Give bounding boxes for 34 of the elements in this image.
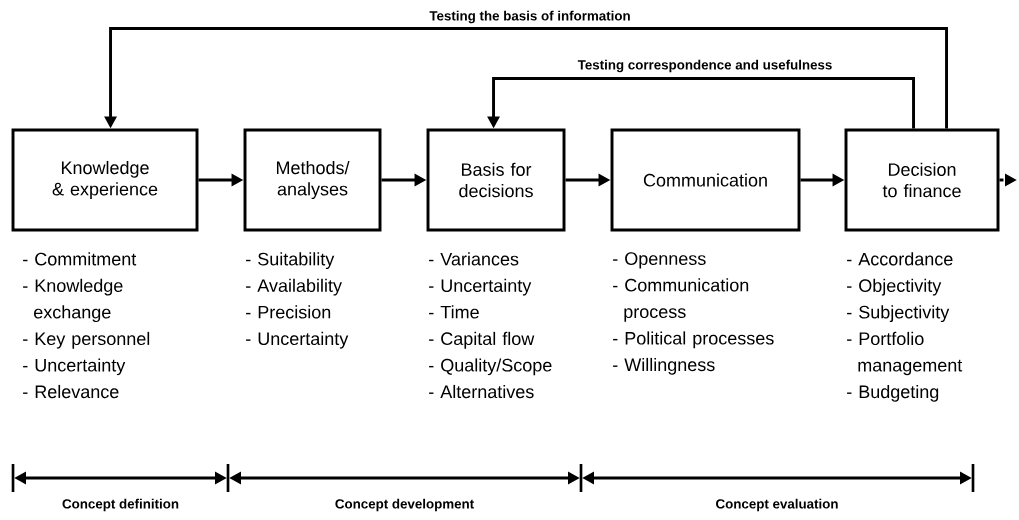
list-item: - Uncertainty bbox=[246, 331, 349, 349]
edge-label: Testing the basis of information bbox=[428, 9, 632, 25]
edge-label: Testing correspondence and usefulness bbox=[576, 58, 834, 74]
list-item: - Quality/Scope bbox=[429, 358, 552, 376]
phase-label: Concept definition bbox=[62, 498, 179, 512]
list-item: - Political processes bbox=[613, 331, 774, 349]
list-item: - Accordance bbox=[847, 252, 953, 266]
list-item: - Openness bbox=[613, 252, 706, 269]
phase-label: Concept development bbox=[335, 498, 474, 512]
list-item: - Alternatives bbox=[429, 384, 534, 399]
list-item: - Knowledge exchange bbox=[23, 278, 123, 323]
process-box: Methods/ analyses bbox=[243, 128, 382, 232]
process-box: Decision to finance bbox=[844, 128, 1000, 232]
process-box: Communication bbox=[610, 128, 801, 232]
list-item: - Suitability bbox=[246, 252, 335, 270]
list-item: - Relevance bbox=[23, 384, 119, 399]
list-item: - Variances bbox=[429, 252, 519, 266]
list-item: - Uncertainty bbox=[429, 278, 532, 296]
list-item: - Time bbox=[429, 305, 479, 319]
list-item: - Communication process bbox=[613, 278, 749, 322]
list-item: - Objectivity bbox=[847, 278, 942, 296]
list-item: - Uncertainty bbox=[23, 358, 126, 376]
phase-label: Concept evaluation bbox=[716, 498, 838, 512]
list-item: - Willingness bbox=[613, 357, 715, 375]
list-item: - Precision bbox=[246, 305, 331, 319]
list-item: - Commitment bbox=[23, 252, 137, 266]
list-item: - Budgeting bbox=[847, 384, 939, 402]
list-item: - Portfolio management bbox=[847, 331, 963, 376]
list-item: - Capital flow bbox=[429, 331, 535, 349]
process-box: Basis for decisions bbox=[426, 128, 566, 232]
process-box: Knowledge & experience bbox=[11, 128, 199, 232]
list-item: - Availability bbox=[246, 278, 342, 296]
list-item: - Subjectivity bbox=[847, 305, 950, 323]
list-item: - Key personnel bbox=[23, 331, 150, 349]
